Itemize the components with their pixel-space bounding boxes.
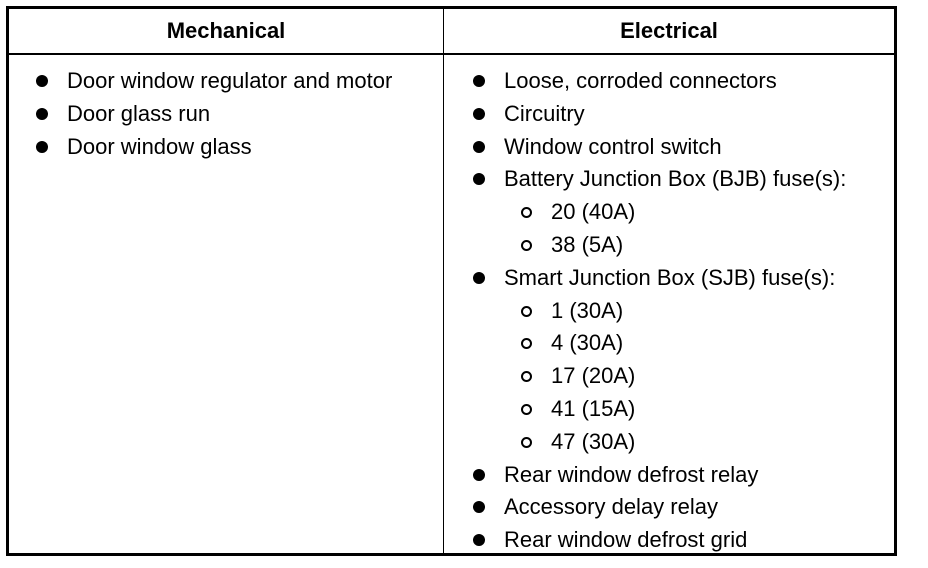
list-item-text: Rear window defrost grid	[504, 527, 748, 553]
bullet-icon	[36, 140, 48, 153]
list-item: Smart Junction Box (SJB) fuse(s):	[469, 262, 899, 295]
hollow-bullet-icon	[521, 403, 532, 415]
list-item-text: Door glass run	[67, 100, 211, 126]
list-item: Rear window defrost grid	[469, 524, 899, 557]
sub-list-item: 4 (30A)	[469, 327, 899, 360]
hollow-bullet-icon	[521, 239, 532, 251]
list-item: Door window glass	[32, 131, 437, 164]
bullet-icon	[36, 75, 48, 87]
bullet-icon	[36, 107, 48, 120]
list-item-text: Accessory delay relay	[504, 494, 718, 520]
list-item: Window control switch	[469, 131, 899, 164]
list-item-text: 38 (5A)	[551, 231, 624, 257]
mechanical-header: Mechanical	[166, 18, 286, 43]
list-item-text: 4 (30A)	[551, 330, 624, 356]
electrical-header: Electrical	[620, 18, 718, 43]
sub-list-item: 47 (30A)	[469, 426, 899, 459]
list-item-text: 41 (15A)	[551, 395, 636, 421]
list-item-text: 17 (20A)	[551, 363, 636, 389]
bullet-icon	[473, 271, 485, 284]
sub-list-item: 20 (40A)	[469, 196, 899, 229]
list-item-text: Window control switch	[504, 133, 722, 159]
list-item: Rear window defrost relay	[469, 459, 899, 492]
sub-list-item: 38 (5A)	[469, 229, 899, 262]
bullet-icon	[473, 534, 485, 547]
list-item-text: 20 (40A)	[551, 199, 636, 225]
list-item-text: Smart Junction Box (SJB) fuse(s):	[504, 264, 836, 290]
list-item-text: Door window glass	[67, 133, 252, 159]
bullet-icon	[473, 501, 485, 514]
hollow-bullet-icon	[521, 305, 532, 317]
list-item-text: Door window regulator and motor	[67, 68, 393, 93]
table-header-row: Mechanical Electrical	[9, 9, 894, 55]
bullet-icon	[473, 75, 485, 87]
list-item-text: Loose, corroded connectors	[504, 68, 777, 93]
bullet-icon	[473, 140, 485, 153]
list-item: Battery Junction Box (BJB) fuse(s):	[469, 163, 899, 196]
sub-list-item: 41 (15A)	[469, 393, 899, 426]
hollow-bullet-icon	[521, 436, 532, 448]
bullet-icon	[473, 173, 485, 186]
list-item: Circuitry	[469, 98, 899, 131]
sub-list-item: 1 (30A)	[469, 295, 899, 328]
list-item-text: Rear window defrost relay	[504, 461, 759, 487]
column-divider	[443, 9, 444, 553]
list-item-text: Circuitry	[504, 100, 585, 126]
bullet-icon	[473, 468, 485, 481]
bullet-icon	[473, 107, 485, 120]
list-item-text: 1 (30A)	[551, 297, 624, 323]
sub-list-item: 17 (20A)	[469, 360, 899, 393]
list-item: Door window regulator and motor	[32, 65, 437, 98]
diagnosis-table: Mechanical Electrical Door window regula…	[6, 6, 897, 556]
hollow-bullet-icon	[521, 207, 532, 219]
list-item: Accessory delay relay	[469, 491, 899, 524]
hollow-bullet-icon	[521, 371, 532, 383]
hollow-bullet-icon	[521, 338, 532, 350]
list-item: Door glass run	[32, 98, 437, 131]
list-item-text: 47 (30A)	[551, 428, 636, 454]
list-item: Loose, corroded connectors	[469, 65, 899, 98]
list-item-text: Battery Junction Box (BJB) fuse(s):	[504, 166, 847, 192]
